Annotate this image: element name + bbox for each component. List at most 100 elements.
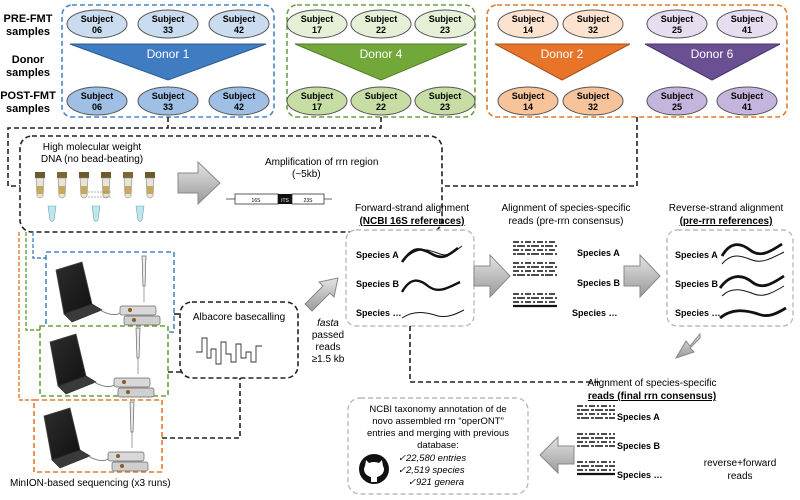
minion-device [43,401,149,472]
reverse-title-1: Reverse-strand alignment [669,203,784,214]
subject-ellipse [286,86,348,116]
final-rrn-alignment-lines [577,405,615,476]
subject-prefix: Subject [512,14,545,24]
forward-species-b: Species B [356,279,400,289]
donor-samples-label-2: samples [6,67,50,79]
basecalling-label: Albacore basecalling [193,312,285,323]
alignment-read-block [577,461,615,476]
run-connectors [18,232,46,401]
dna-tube [101,172,111,199]
fasta-reads: reads [315,342,340,353]
minion-unit [113,377,151,388]
final-title-2: reads (final rrn consensus) [588,391,716,402]
fasta-threshold: ≥1.5 kb [312,354,345,365]
pipette [129,401,135,433]
reverse-species-etc: Species … [675,308,721,318]
subject-number: 23 [440,25,450,35]
forward-title-1: Forward-strand alignment [355,203,469,214]
species-align-title-2: reads (pre-rrn consensus) [508,216,623,227]
subject-number: 33 [163,102,173,112]
subject-number: 32 [588,25,598,35]
alignment-read-block [513,262,557,276]
subject-prefix: Subject [429,91,462,101]
ncbi-line-3: entries and merging with previous [367,428,509,439]
subject-ellipse [286,9,348,39]
dna-tube [35,172,45,199]
subject-prefix: Subject [365,91,398,101]
dna-tube [123,172,133,199]
donor4-arrow [294,43,468,81]
donor1-label: Donor 1 [147,47,190,61]
subject-number: 14 [523,102,533,112]
minion-unit [111,461,149,472]
ncbi-stat-entries: ✓22,580 entries [398,453,466,464]
amplification-title-2: (~5kb) [292,169,321,180]
ncbi-line-4: database: [417,440,459,451]
subject-prefix: Subject [223,91,256,101]
subject-number: 42 [234,102,244,112]
subject-number: 06 [92,102,102,112]
reverse-forward-label-2: reads [727,471,752,482]
subject-number: 06 [92,25,102,35]
dna-tube [57,172,67,199]
dna-title-2: DNA (no bead-beating) [41,154,143,165]
dna-tube [145,172,155,199]
subject-ellipse [66,86,128,116]
donor6-arrow [644,43,781,81]
github-icon [359,454,389,484]
dna-tube-small [135,205,145,222]
subject-ellipse [562,9,624,39]
subject-number: 25 [672,102,682,112]
amplification-arrow [177,160,221,206]
final-species-b: Species B [617,441,661,451]
subject-prefix: Subject [81,91,114,101]
laptop-keyboard [57,375,97,395]
ncbi-line-2: novo assembled rrn “operONT” [372,416,503,427]
signal-trace [196,337,262,365]
segment-23s: 23S [304,198,314,204]
subject-ellipse [137,86,199,116]
subject-ellipse [350,86,412,116]
final-title-1: Alignment of species-specific [588,378,717,389]
subject-ellipse [66,9,128,39]
post-fmt-label-2: samples [6,103,50,115]
donor2-arrow [494,43,631,81]
alignment-read-block [513,241,557,255]
ncbi-stat-genera: ✓921 genera [408,477,464,488]
subject-prefix: Subject [661,91,694,101]
species-align-etc: Species … [572,308,618,318]
forward-curves [400,245,465,319]
subject-ellipse [716,86,778,116]
species-to-reverse-arrow [623,253,661,299]
segment-16s: 16S [252,198,262,204]
forward-title-2: (NCBI 16S references) [359,216,464,227]
subject-number: 41 [742,102,752,112]
subject-prefix: Subject [577,14,610,24]
subject-number: 25 [672,25,682,35]
subject-prefix: Subject [661,14,694,24]
ncbi-line-1: NCBI taxonomy annotation of de [369,404,506,415]
post-fmt-label: POST-FMT [0,90,56,102]
subject-prefix: Subject [365,14,398,24]
reverse-to-final-arrow [674,332,701,359]
subject-number: 42 [234,25,244,35]
donor-samples-label: Donor [12,54,45,66]
species-align-a: Species A [577,248,620,258]
ncbi-stat-species: ✓2,519 species [398,465,465,476]
species-align-title-1: Alignment of species-specific [502,203,631,214]
